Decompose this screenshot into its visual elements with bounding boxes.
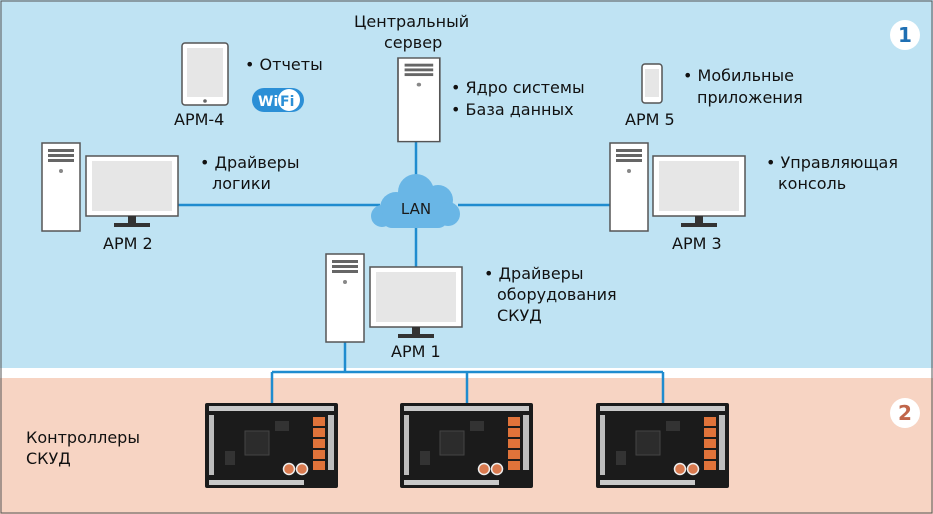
- apm5-feature-line1: Мобильные: [683, 66, 794, 86]
- tablet-icon: [181, 42, 229, 106]
- apm3-monitor-icon: [652, 155, 746, 228]
- apm2-feature-line1: Драйверы: [200, 153, 300, 173]
- server-tower-icon: [397, 57, 441, 143]
- apm3-feature-line2: консоль: [778, 174, 847, 193]
- server-feature-db: База данных: [451, 100, 574, 120]
- apm2-label: АРМ 2: [103, 234, 153, 253]
- server-feature-core: Ядро системы: [451, 78, 585, 98]
- zone-1-badge: 1: [890, 20, 920, 50]
- lan-links: [178, 140, 612, 268]
- apm1-feature-line1: Драйверы: [484, 264, 584, 284]
- svg-text:Fi: Fi: [280, 94, 294, 110]
- zone-2-badge: 2: [890, 398, 920, 428]
- lan-cloud-icon: [371, 174, 460, 228]
- apm4-label: АРМ-4: [174, 110, 225, 129]
- phone-icon: [641, 63, 663, 104]
- apm1-tower-icon: [325, 253, 365, 343]
- controller-bus: [270, 338, 665, 403]
- apm3-label: АРМ 3: [672, 234, 722, 253]
- apm1-label: АРМ 1: [391, 342, 441, 361]
- controllers-label-line2: СКУД: [26, 449, 71, 468]
- lan-label: LAN: [401, 200, 431, 218]
- apm2-tower-icon: [41, 142, 81, 232]
- server-title-line1: Центральный: [354, 12, 470, 31]
- controller-board-1: [204, 402, 339, 489]
- apm2-monitor-icon: [85, 155, 179, 228]
- apm3-tower-icon: [609, 142, 649, 232]
- svg-text:Wi: Wi: [258, 94, 278, 110]
- controller-board-2: [399, 402, 534, 489]
- apm4-feature: Отчеты: [245, 55, 323, 75]
- apm5-feature-line2: приложения: [697, 88, 803, 107]
- apm1-monitor-icon: [369, 266, 463, 339]
- apm2-feature-line2: логики: [212, 174, 271, 193]
- controller-board-3: [595, 402, 730, 489]
- wifi-icon: Wi Fi: [252, 88, 304, 112]
- apm3-feature-line1: Управляющая: [766, 153, 898, 173]
- server-title-line2: сервер: [384, 33, 443, 52]
- apm5-label: АРМ 5: [625, 110, 675, 129]
- controllers-label-line1: Контроллеры: [26, 428, 140, 447]
- apm1-feature-line2: оборудования: [497, 285, 617, 304]
- apm1-feature-line3: СКУД: [497, 306, 542, 325]
